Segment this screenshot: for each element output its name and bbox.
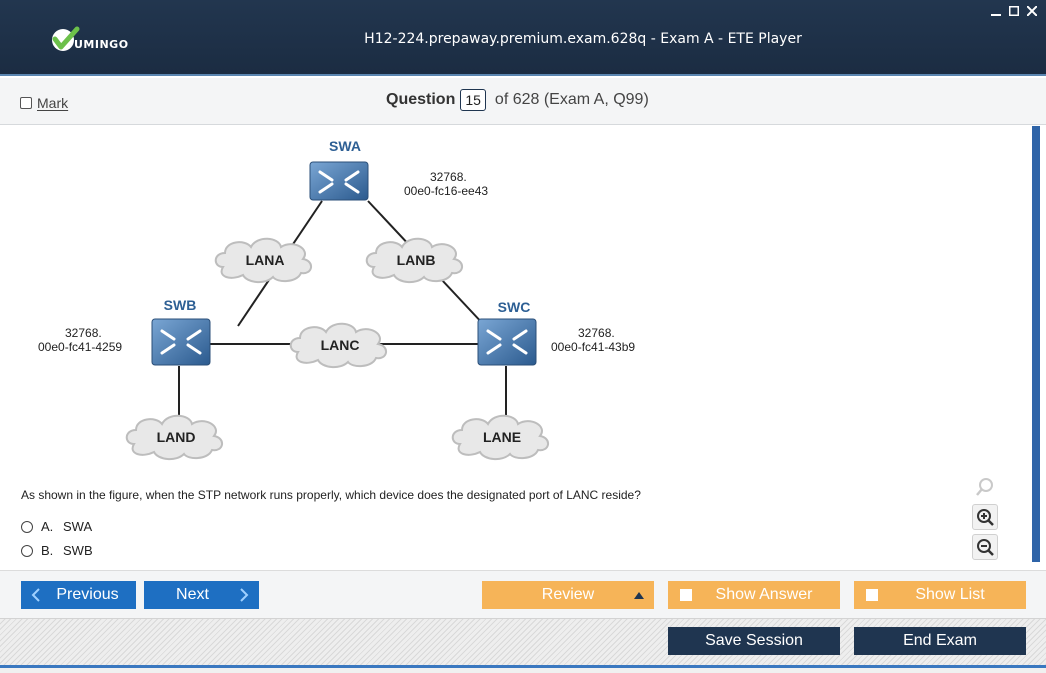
switch-icon [151, 318, 211, 366]
zoom-in-icon[interactable] [972, 504, 998, 530]
lan-label: LANB [397, 252, 436, 268]
cloud-lanb: LANB [365, 237, 463, 283]
checkmark-logo-icon [52, 26, 80, 51]
maximize-icon[interactable] [1008, 5, 1020, 17]
checkbox-icon[interactable] [680, 589, 692, 601]
question-indicator: Question 15 of 628 (Exam A, Q99) [386, 89, 649, 111]
window-bottom-border [0, 665, 1046, 673]
zoom-tools [972, 474, 998, 560]
show-list-label: Show List [915, 586, 985, 603]
close-icon[interactable] [1026, 5, 1038, 17]
question-text: As shown in the figure, when the STP net… [21, 488, 641, 502]
checkbox-icon[interactable] [20, 97, 32, 109]
previous-button[interactable]: Previous [21, 581, 136, 609]
switch-priority: 32768. [430, 170, 467, 184]
network-diagram: LANA LANB LANC LAND LANE SWA 32768. 00e0… [38, 138, 635, 460]
lan-label: LANA [246, 252, 285, 268]
question-content: LANA LANB LANC LAND LANE SWA 32768. 00e0… [0, 126, 1046, 570]
show-list-button[interactable]: Show List [854, 581, 1026, 609]
logo-text: UMINGO [74, 37, 129, 51]
network-links [178, 200, 507, 418]
chevron-right-icon [240, 588, 249, 602]
triangle-up-icon [634, 592, 644, 599]
chevron-left-icon [31, 588, 40, 602]
content-scrollbar[interactable] [1032, 126, 1040, 562]
question-label: Question [386, 91, 456, 108]
next-button[interactable]: Next [144, 581, 259, 609]
end-exam-label: End Exam [903, 632, 977, 649]
switch-priority: 32768. [578, 326, 615, 340]
mark-label: Mark [37, 95, 69, 111]
question-total: of 628 (Exam A, Q99) [494, 91, 649, 108]
option-b[interactable]: B. SWB [21, 543, 93, 558]
cloud-lanc: LANC [289, 322, 387, 368]
switch-name: SWA [329, 138, 361, 154]
option-letter: B. [41, 543, 54, 558]
option-text: SWA [63, 519, 93, 534]
minimize-icon[interactable] [990, 5, 1002, 17]
window-controls [990, 5, 1038, 17]
cloud-lana: LANA [214, 237, 312, 283]
save-session-button[interactable]: Save Session [668, 627, 840, 655]
switch-mac: 00e0-fc16-ee43 [404, 184, 488, 198]
previous-label: Previous [56, 586, 119, 603]
switch-priority: 32768. [65, 326, 102, 340]
switch-name: SWB [164, 297, 197, 313]
show-answer-button[interactable]: Show Answer [668, 581, 840, 609]
lan-label: LANE [483, 429, 521, 445]
checkbox-icon[interactable] [866, 589, 878, 601]
switch-swb: SWB 32768. 00e0-fc41-4259 [38, 297, 211, 366]
lan-label: LAND [157, 429, 196, 445]
save-session-label: Save Session [705, 632, 803, 649]
bottom-bar: Save Session End Exam [0, 618, 1046, 665]
review-label: Review [541, 586, 595, 603]
question-number-input[interactable]: 15 [460, 89, 486, 111]
radio-icon[interactable] [21, 544, 33, 557]
switch-name: SWC [498, 299, 531, 315]
next-label: Next [176, 586, 209, 603]
option-text: SWB [63, 543, 93, 558]
title-bar: UMINGO H12-224.prepaway.premium.exam.628… [0, 0, 1046, 76]
switch-mac: 00e0-fc41-43b9 [551, 340, 635, 354]
navigation-bar: Previous Next Review Show Answer Show Li… [0, 570, 1046, 618]
switch-swc: SWC 32768. 00e0-fc41-43b9 [477, 299, 635, 366]
switch-mac: 00e0-fc41-4259 [38, 340, 122, 354]
review-button[interactable]: Review [482, 581, 654, 609]
window-title: H12-224.prepaway.premium.exam.628q - Exa… [364, 31, 802, 47]
cloud-lane: LANE [451, 414, 549, 460]
cloud-land: LAND [125, 414, 223, 460]
switch-icon [309, 161, 369, 201]
zoom-out-icon[interactable] [972, 534, 998, 560]
mark-checkbox[interactable]: Mark [20, 95, 68, 111]
switch-icon [477, 318, 537, 366]
option-a[interactable]: A. SWA [21, 519, 92, 534]
end-exam-button[interactable]: End Exam [854, 627, 1026, 655]
app-logo: UMINGO [50, 26, 129, 54]
option-letter: A. [41, 519, 54, 534]
lan-label: LANC [321, 337, 360, 353]
zoom-fit-icon[interactable] [972, 474, 998, 500]
question-header: Mark Question 15 of 628 (Exam A, Q99) [0, 78, 1046, 125]
radio-icon[interactable] [21, 520, 33, 533]
show-answer-label: Show Answer [715, 586, 813, 603]
switch-swa: SWA 32768. 00e0-fc16-ee43 [309, 138, 488, 201]
